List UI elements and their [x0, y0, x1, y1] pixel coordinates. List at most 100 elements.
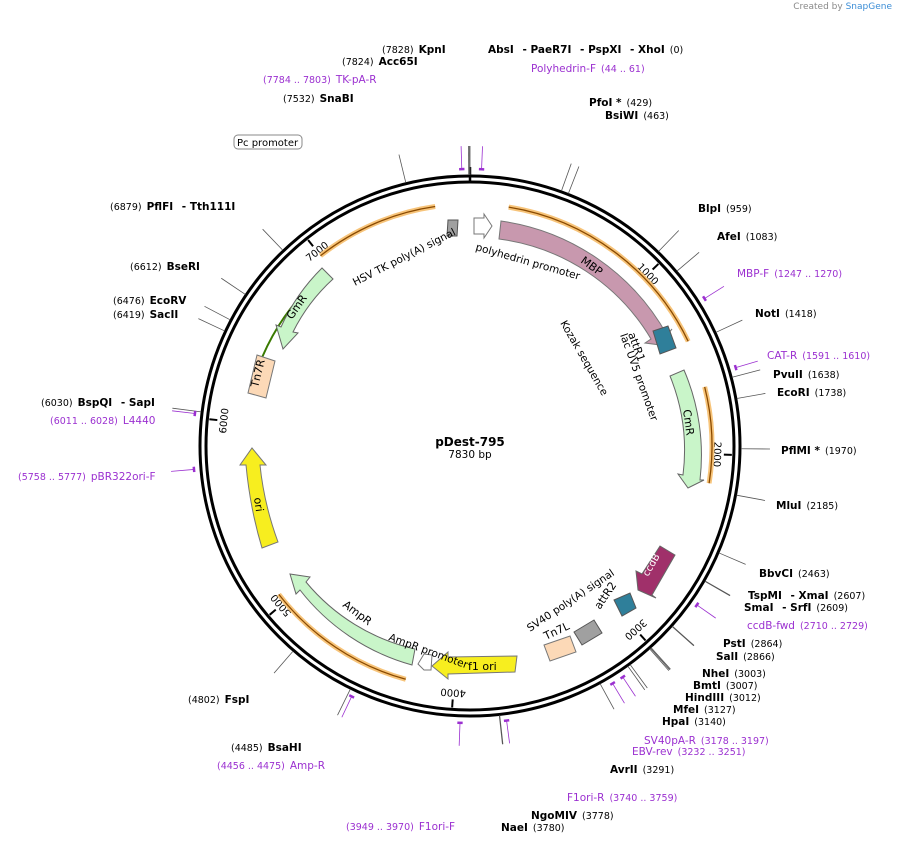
feature-tn7l[interactable]	[543, 635, 577, 662]
site-label-33[interactable]: MfeI(3127)	[673, 704, 736, 716]
site-label-19[interactable]: (6030)BspQI - SapI	[41, 397, 155, 409]
site-label-34-part-1: (3140)	[694, 717, 726, 728]
primer-mark-40	[348, 694, 355, 699]
site-label-32[interactable]: HindIII(3012)	[685, 692, 761, 704]
site-label-26[interactable]: SmaI - SrfI(2609)	[744, 602, 848, 614]
site-label-34-part-0: HpaI	[662, 716, 689, 728]
site-line-16	[735, 360, 758, 369]
site-label-35[interactable]: SV40pA-R(3178 .. 3197)	[644, 735, 769, 747]
site-label-11[interactable]: (6612)BseRI	[130, 261, 200, 273]
site-label-0[interactable]: (7828)KpnI	[382, 44, 446, 56]
site-line-22	[171, 469, 195, 472]
feature-attr1[interactable]	[652, 325, 677, 355]
site-label-41-part-1: (3740 .. 3759)	[609, 793, 677, 804]
site-label-4-part-1: (44 .. 61)	[601, 64, 645, 75]
site-label-23[interactable]: MluI(2185)	[776, 500, 838, 512]
site-label-40[interactable]: (4456 .. 4475)Amp-R	[217, 760, 325, 772]
site-label-30[interactable]: NheI(3003)	[702, 668, 766, 680]
primer-mark-35	[619, 674, 626, 680]
site-label-38-part-0: (4802)	[188, 695, 220, 706]
feature-cmr[interactable]	[669, 369, 705, 489]
orange-arc-top-left[interactable]	[320, 205, 436, 257]
site-label-9[interactable]: BlpI(959)	[698, 203, 752, 215]
site-line-39	[337, 688, 351, 716]
feature-attr2[interactable]	[613, 592, 637, 617]
site-label-13-part-1: EcoRV	[150, 295, 188, 307]
feature-gmr[interactable]	[275, 267, 334, 350]
site-label-10[interactable]: AfeI(1083)	[717, 231, 777, 243]
site-label-31-part-1: (3007)	[726, 681, 758, 692]
site-label-12[interactable]: MBP-F(1247 .. 1270)	[737, 268, 842, 280]
ruler-label-2000: 2000	[710, 441, 722, 467]
feature-tn7r[interactable]	[247, 354, 276, 399]
feature-f1ori[interactable]	[431, 650, 518, 681]
site-label-38[interactable]: (4802)FspI	[188, 694, 249, 706]
site-label-44[interactable]: (3949 .. 3970)F1ori-F	[346, 821, 455, 833]
site-line-18	[736, 393, 766, 399]
site-label-36-part-0: EBV-rev	[632, 746, 673, 758]
kozak-label: Kozak sequence	[557, 319, 610, 398]
site-label-37[interactable]: AvrII(3291)	[610, 764, 674, 776]
site-label-16[interactable]: CAT-R(1591 .. 1610)	[767, 350, 870, 362]
feature-polyhedrin-arrow[interactable]	[473, 212, 493, 240]
site-line-17	[732, 369, 761, 378]
site-label-27[interactable]: ccdB-fwd(2710 .. 2729)	[747, 620, 868, 632]
site-label-17[interactable]: PvuII(1638)	[773, 369, 839, 381]
site-label-31[interactable]: BmtI(3007)	[693, 680, 757, 692]
site-label-15[interactable]: NotI(1418)	[755, 308, 817, 320]
site-label-21[interactable]: PflMI *(1970)	[781, 445, 857, 457]
site-label-34[interactable]: HpaI (3140)	[662, 716, 726, 728]
site-line-37	[599, 683, 615, 710]
site-label-7[interactable]: BsiWI(463)	[605, 110, 669, 122]
site-label-4[interactable]: Polyhedrin-F (44 .. 61)	[531, 63, 645, 75]
site-line-29	[671, 626, 695, 647]
site-label-33-part-1: (3127)	[704, 705, 736, 716]
site-label-13[interactable]: (6476)EcoRV	[113, 295, 187, 307]
site-label-10-part-0: AfeI	[717, 231, 741, 243]
site-line-7	[568, 166, 580, 194]
site-line-6	[561, 163, 572, 192]
site-label-1-part-0: AbsI	[488, 44, 514, 56]
site-label-3[interactable]: (7784 .. 7803)TK-pA-R	[263, 74, 377, 86]
site-label-5[interactable]: (7532)SnaBI	[283, 93, 354, 105]
feature-hsv-grey[interactable]	[446, 219, 459, 237]
feature-sv40-polya[interactable]	[573, 619, 603, 646]
site-label-6[interactable]: PfoI *(429)	[589, 97, 652, 109]
site-label-43[interactable]: NaeI(3780)	[501, 822, 565, 834]
site-label-22[interactable]: (5758 .. 5777)pBR322ori-F	[18, 471, 156, 483]
site-label-8-part-2: - Tth111I	[178, 201, 235, 213]
plasmid-name: pDest-795	[435, 435, 505, 449]
site-label-9-part-0: BlpI	[698, 203, 721, 215]
site-label-39[interactable]: (4485)BsaHI	[231, 742, 302, 754]
site-label-11-part-1: BseRI	[167, 261, 200, 273]
feature-ampr-promoter-arrow[interactable]	[417, 653, 433, 671]
site-label-29[interactable]: SalI(2866)	[716, 651, 775, 663]
feature-ccdb[interactable]	[635, 545, 676, 599]
site-label-1[interactable]: AbsI - PaeR7I - PspXI - XhoI(0)	[488, 44, 683, 56]
site-label-4-part-0: Polyhedrin-F	[531, 63, 596, 75]
site-label-41[interactable]: F1ori-R (3740 .. 3759)	[567, 792, 677, 804]
site-label-8[interactable]: (6879)PflFI - Tth111I	[110, 201, 235, 213]
site-label-2[interactable]: (7824)Acc65I	[342, 56, 418, 68]
feature-ori[interactable]	[239, 447, 279, 549]
site-label-42[interactable]: NgoMIV(3778)	[531, 810, 614, 822]
site-label-28[interactable]: PstI(2864)	[723, 638, 782, 650]
site-line-4	[481, 146, 483, 170]
site-label-8-part-0: (6879)	[110, 202, 142, 213]
orange-arc-mbp[interactable]	[508, 206, 689, 342]
site-label-25[interactable]: TspMI - XmaI(2607)	[748, 590, 865, 602]
site-label-20[interactable]: (6011 .. 6028)L4440	[50, 415, 155, 427]
site-label-24[interactable]: BbvCI(2463)	[759, 568, 830, 580]
feature-ampr[interactable]	[289, 573, 416, 666]
site-label-30-part-1: (3003)	[734, 669, 766, 680]
site-label-36[interactable]: EBV-rev(3232 .. 3251)	[632, 746, 746, 758]
site-label-18[interactable]: EcoRI(1738)	[777, 387, 846, 399]
orange-arc-ampr[interactable]	[278, 593, 406, 680]
site-line-30	[650, 647, 671, 670]
site-label-2-part-0: (7824)	[342, 57, 374, 68]
site-label-41-part-0: F1ori-R	[567, 792, 604, 804]
site-label-14-part-0: (6419)	[113, 310, 145, 321]
site-line-11	[221, 277, 246, 295]
orange-arc-cmr[interactable]	[704, 386, 713, 484]
site-label-14[interactable]: (6419)SacII	[113, 309, 178, 321]
